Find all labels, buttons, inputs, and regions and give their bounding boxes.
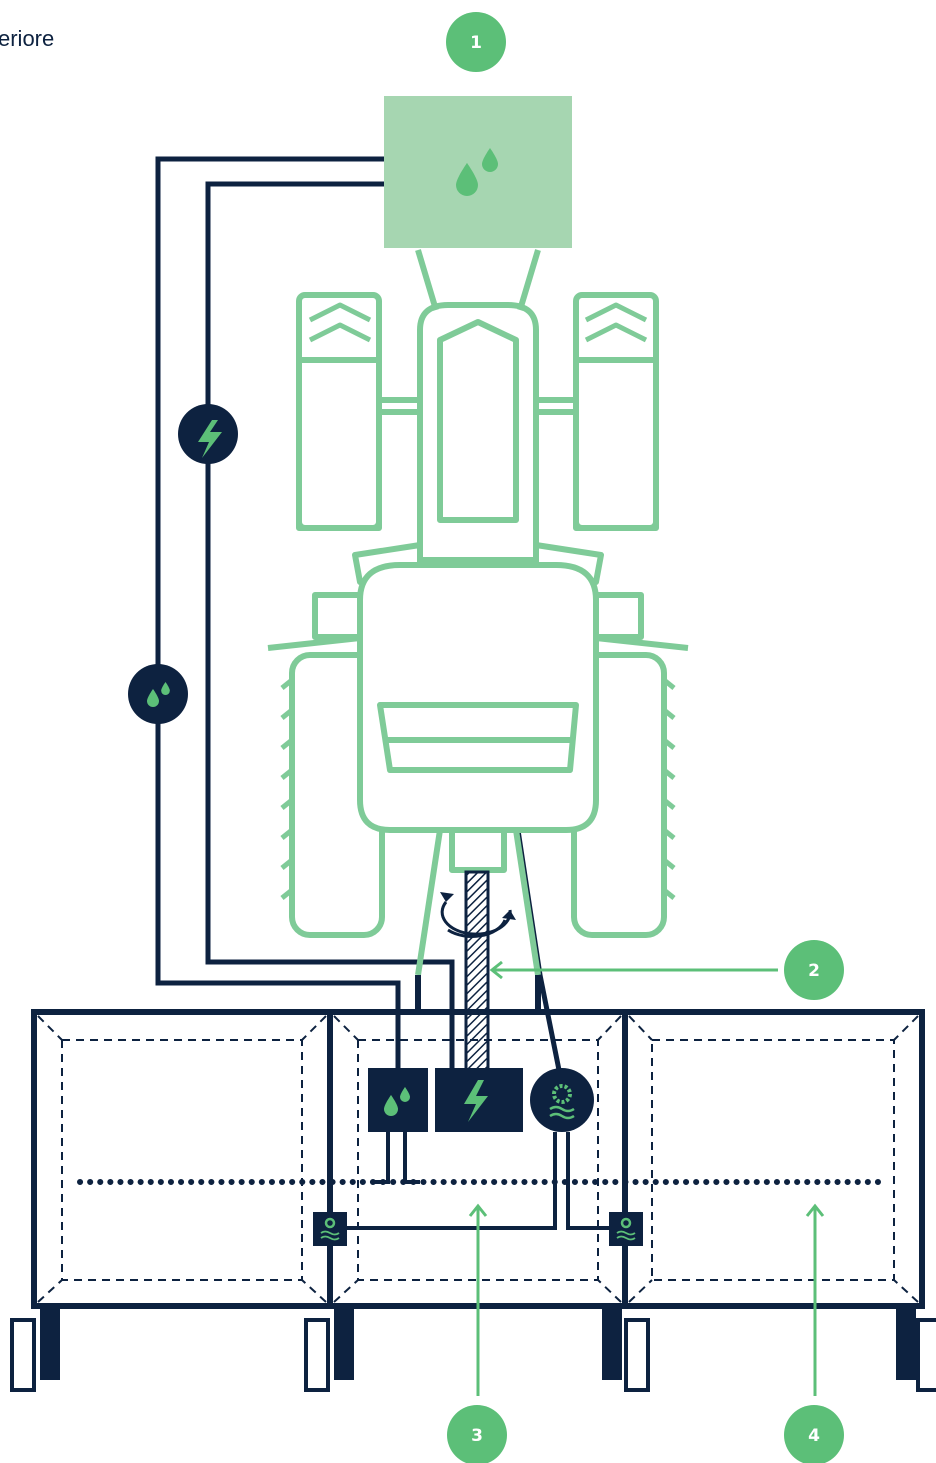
lightning-icon [178, 404, 238, 464]
pto-shaft [440, 870, 516, 1074]
reservoir-tank [384, 96, 572, 248]
svg-text:2: 2 [808, 961, 820, 981]
gear-water-module [530, 1068, 594, 1132]
implement-wheels [10, 1306, 936, 1392]
drops-icon [128, 664, 188, 724]
electric-module [435, 1068, 523, 1132]
svg-text:1: 1 [470, 33, 482, 53]
svg-text:3: 3 [471, 1426, 483, 1446]
implement-frame [31, 1009, 925, 1309]
connector-stubs [415, 975, 541, 1012]
gear-water-small-right [609, 1212, 643, 1246]
gear-water-small-left [313, 1212, 347, 1246]
hydraulic-module [368, 1068, 428, 1132]
front-right-wheel [573, 292, 659, 531]
pointer-arrows [468, 960, 825, 1396]
front-left-wheel [296, 292, 382, 531]
badge-1: 1 [446, 12, 506, 72]
badge-4: 4 [784, 1405, 844, 1463]
badge-3: 3 [447, 1405, 507, 1463]
badge-2: 2 [784, 940, 844, 1000]
svg-text:4: 4 [808, 1426, 820, 1446]
corner-label: eriore [0, 26, 55, 51]
tractor [267, 249, 689, 976]
